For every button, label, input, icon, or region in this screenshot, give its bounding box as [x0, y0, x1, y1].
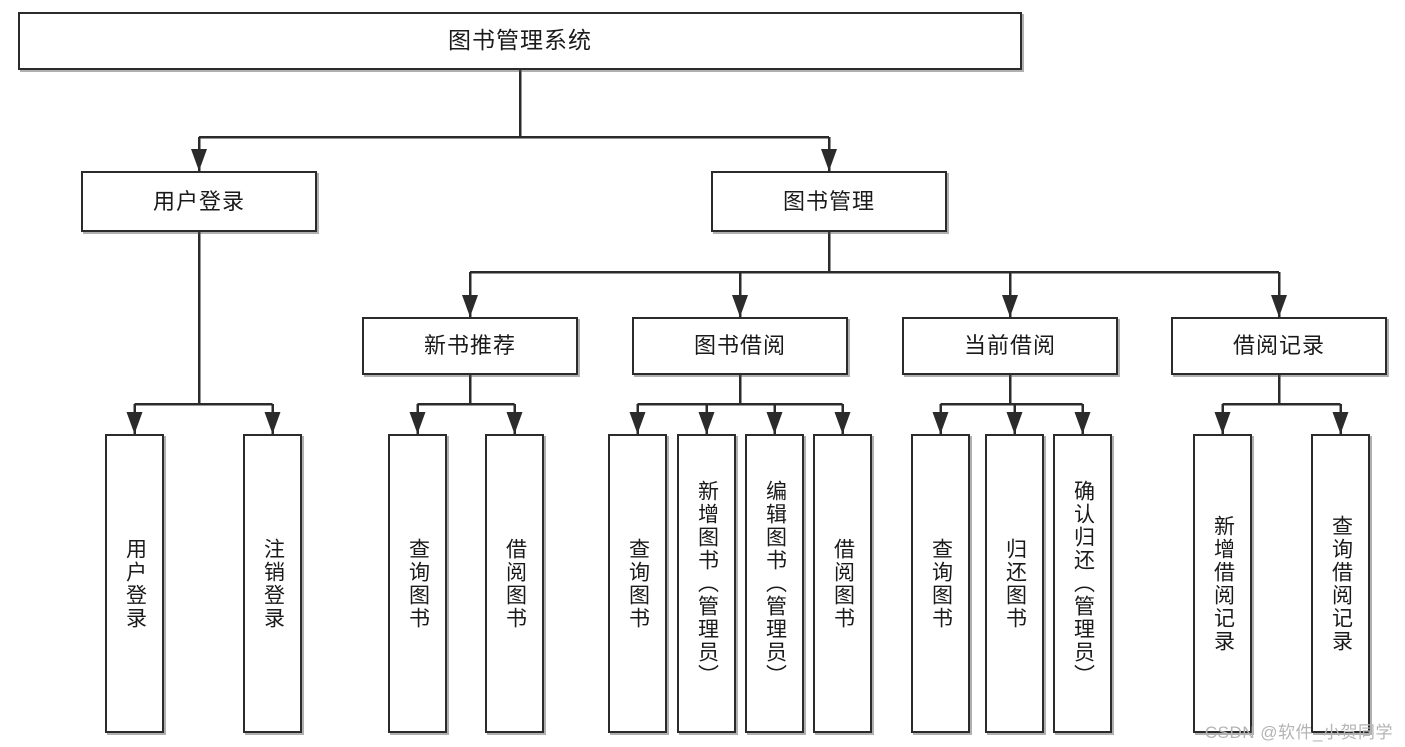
node-label: 图书管理系统: [448, 27, 592, 54]
node-label: 归还图书: [1003, 537, 1027, 630]
node-label: 新增借阅记录: [1211, 514, 1235, 653]
node-leaf-add-book[interactable]: 新增图书（管理员）: [677, 434, 736, 733]
node-label: 查询图书: [929, 537, 953, 630]
node-book-borrow[interactable]: 图书借阅: [632, 317, 848, 375]
node-leaf-borrow-book-1[interactable]: 借阅图书: [485, 434, 544, 733]
node-leaf-query-book-3[interactable]: 查询图书: [911, 434, 970, 733]
node-user-login[interactable]: 用户登录: [81, 171, 317, 232]
node-label: 编辑图书（管理员）: [763, 480, 787, 687]
node-new-book-recommend[interactable]: 新书推荐: [362, 317, 578, 375]
node-label: 用户登录: [152, 188, 245, 214]
node-leaf-edit-book[interactable]: 编辑图书（管理员）: [745, 434, 804, 733]
node-leaf-return-book[interactable]: 归还图书: [985, 434, 1044, 733]
node-current-borrow[interactable]: 当前借阅: [902, 317, 1118, 375]
node-leaf-user-login[interactable]: 用户登录: [105, 434, 164, 733]
node-label: 图书借阅: [693, 333, 786, 359]
node-label: 新增图书（管理员）: [695, 480, 719, 687]
watermark: CSDN @软件_小贺同学: [1204, 723, 1393, 742]
node-root[interactable]: 图书管理系统: [18, 12, 1022, 70]
node-leaf-add-record[interactable]: 新增借阅记录: [1193, 434, 1252, 733]
node-label: 借阅图书: [831, 537, 855, 630]
node-book-manage[interactable]: 图书管理: [711, 171, 947, 232]
node-label: 图书管理: [782, 188, 875, 214]
node-leaf-confirm-return[interactable]: 确认归还（管理员）: [1053, 434, 1112, 733]
node-label: 查询图书: [406, 537, 430, 630]
node-leaf-logout[interactable]: 注销登录: [243, 434, 302, 733]
node-label: 借阅图书: [503, 537, 527, 630]
node-label: 新书推荐: [423, 333, 516, 359]
node-label: 当前借阅: [963, 333, 1056, 359]
node-label: 借阅记录: [1232, 333, 1325, 359]
node-leaf-query-record[interactable]: 查询借阅记录: [1311, 434, 1370, 733]
node-label: 查询图书: [626, 537, 650, 630]
node-label: 确认归还（管理员）: [1071, 480, 1095, 687]
node-leaf-borrow-book-2[interactable]: 借阅图书: [813, 434, 872, 733]
node-leaf-query-book-2[interactable]: 查询图书: [608, 434, 667, 733]
node-label: 查询借阅记录: [1329, 514, 1353, 653]
node-borrow-record[interactable]: 借阅记录: [1171, 317, 1387, 375]
node-label: 用户登录: [123, 537, 147, 630]
node-leaf-query-book-1[interactable]: 查询图书: [388, 434, 447, 733]
node-label: 注销登录: [261, 537, 285, 630]
